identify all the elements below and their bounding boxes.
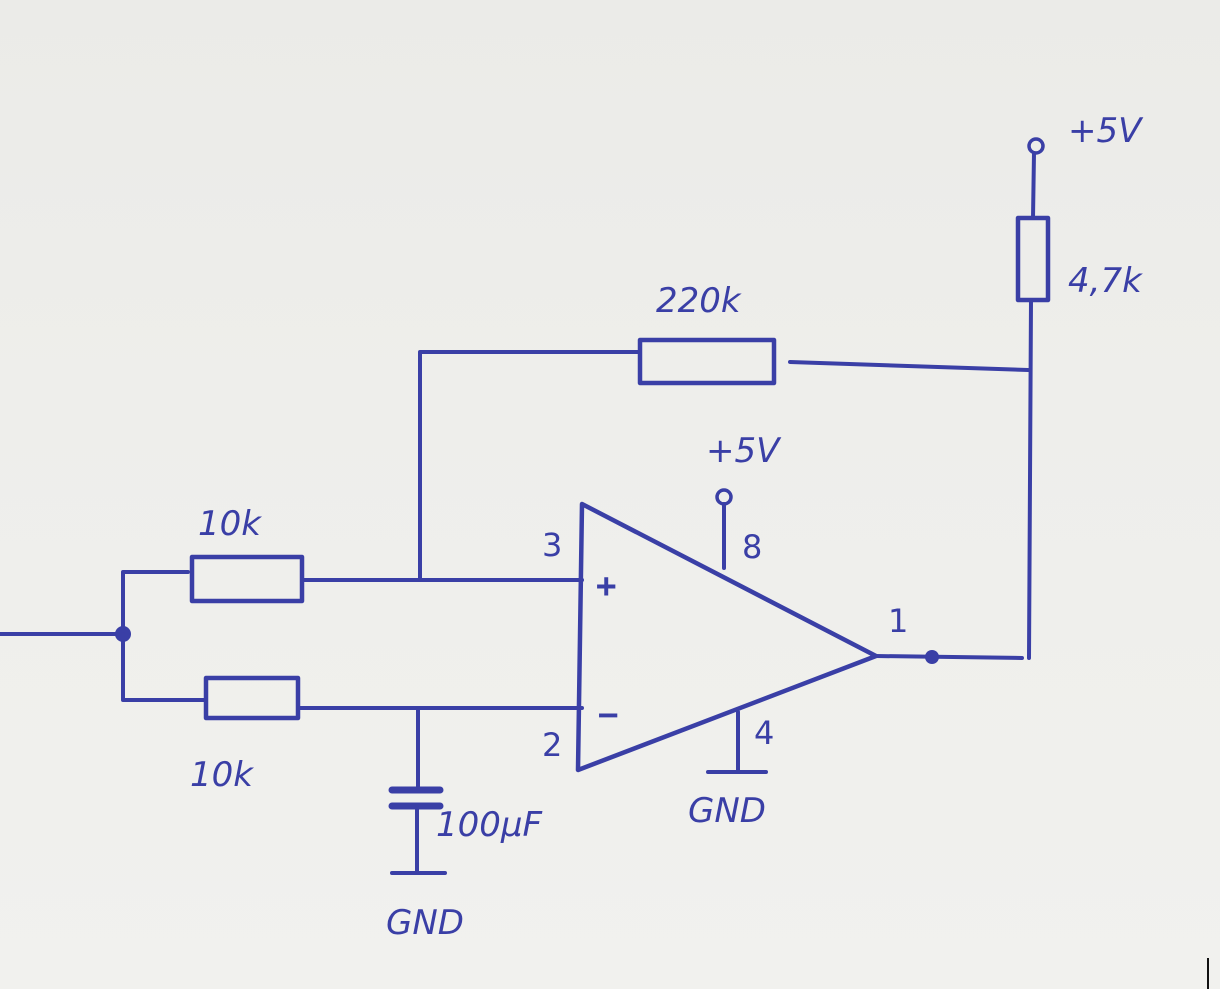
feedback-wire-left	[418, 350, 642, 582]
output-wire	[874, 654, 1024, 660]
pin-label-noninverting: 3	[542, 526, 562, 564]
output-node	[925, 650, 939, 664]
label-r-pullup: 4,7k	[1068, 261, 1143, 301]
pin-label-output: 1	[888, 602, 908, 640]
wire-pullup-to-output	[1027, 298, 1033, 660]
feedback-wire-right	[788, 360, 1030, 372]
resistor-input-top	[189, 554, 305, 604]
label-supply-opamp: +5V	[706, 431, 782, 471]
label-capacitor: 100µF	[436, 805, 543, 845]
opamp-body	[575, 501, 879, 773]
split-wire-top	[121, 570, 190, 636]
supply-terminal-top	[1027, 137, 1045, 155]
label-r-feedback: 220k	[656, 281, 742, 321]
resistor-feedback	[637, 337, 777, 386]
edge-mark	[1207, 958, 1209, 989]
split-wire-bottom	[121, 632, 207, 702]
label-gnd-capacitor: GND	[386, 903, 464, 943]
label-r-input-bottom: 10k	[190, 755, 254, 795]
resistor-pullup	[1015, 215, 1051, 303]
pin-label-gnd: 4	[754, 714, 774, 752]
wire-supply-to-pullup	[1031, 151, 1036, 220]
opamp-minus-sign: −	[598, 695, 618, 735]
label-supply-top: +5V	[1068, 111, 1144, 151]
pin-label-vcc: 8	[742, 528, 762, 566]
supply-terminal-opamp	[715, 488, 733, 506]
label-gnd-opamp: GND	[688, 791, 766, 831]
resistor-input-bottom	[203, 675, 301, 721]
opamp-plus-sign: +	[596, 566, 616, 606]
pin-label-inverting: 2	[542, 726, 562, 764]
label-r-input-top: 10k	[198, 504, 262, 544]
